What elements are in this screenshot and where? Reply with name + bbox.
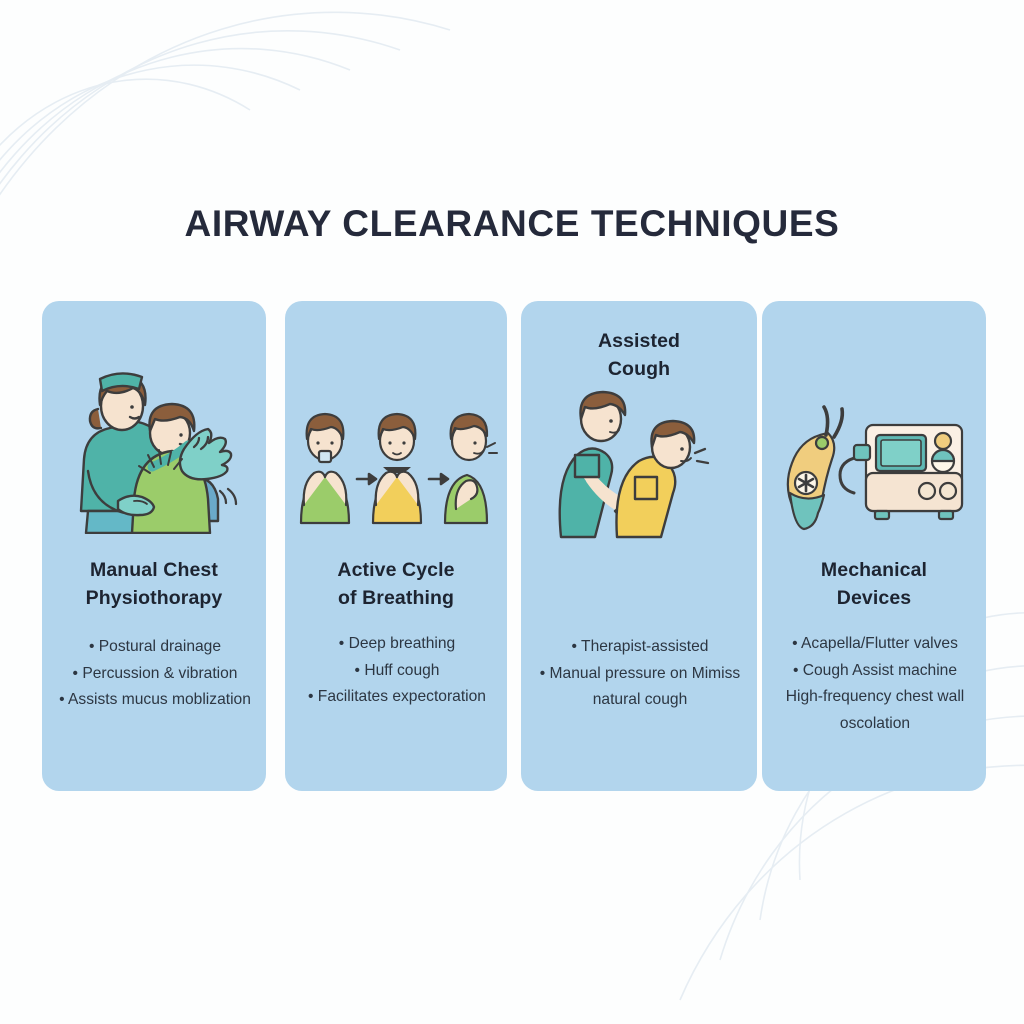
card-title-line: Manual Chest xyxy=(90,559,218,581)
list-item: • Assists mucus moblization xyxy=(59,691,251,708)
card-manual-chest-physiotherapy[interactable]: Manual Chest Physiothorapy • Postural dr… xyxy=(42,301,266,791)
list-item: • Facilitates expectoration xyxy=(308,688,486,705)
card-title-line: Devices xyxy=(836,587,912,609)
list-item: • Huff cough xyxy=(354,661,440,679)
card-bullets-manual-chest-physiotherapy: • Postural drainage • Percussion & vibra… xyxy=(50,634,260,714)
card-title-line: of Breathing xyxy=(337,587,455,609)
card-bullets-assisted-cough: • Therapist-assisted • Manual pressure o… xyxy=(529,634,751,714)
cards-row: Manual Chest Physiothorapy • Postural dr… xyxy=(0,301,1024,793)
card-title-mechanical-devices: Mechanical Devices xyxy=(768,556,980,612)
list-item: • Acapella/Flutter valves xyxy=(792,635,958,652)
card-bullets-active-cycle-of-breathing: • Deep breathing • Huff cough • Facilita… xyxy=(293,631,501,711)
breathing-sequence-icon xyxy=(293,401,499,531)
list-item: • Postural drainage xyxy=(88,638,222,655)
mechanical-devices-icon xyxy=(776,401,972,531)
card-active-cycle-of-breathing[interactable]: Active Cycle of Breathing • Deep breathi… xyxy=(285,301,507,791)
card-title-line: Physiothorapy xyxy=(85,587,223,609)
card-title-line: Mechanical xyxy=(820,559,928,581)
card-mechanical-devices[interactable]: Mechanical Devices • Acapella/Flutter va… xyxy=(762,301,986,791)
list-item: • Percussion & vibration xyxy=(72,664,238,682)
card-assisted-cough[interactable]: Assisted Cough xyxy=(521,301,757,791)
nurse-percussion-icon xyxy=(60,349,250,534)
assisted-cough-icon xyxy=(539,389,739,539)
card-title-assisted-cough: Assisted Cough xyxy=(527,327,751,383)
card-bullets-mechanical-devices: • Acapella/Flutter valves • Cough Assist… xyxy=(770,631,980,737)
card-title-manual-chest-physiotherapy: Manual Chest Physiothorapy xyxy=(48,556,260,612)
list-item: • Cough Assist machine xyxy=(792,661,958,679)
list-item: • Deep breathing xyxy=(338,635,456,652)
card-title-line: Active Cycle xyxy=(337,559,455,581)
list-item: High-frequency chest wall oscolation xyxy=(785,688,965,732)
card-title-active-cycle-of-breathing: Active Cycle of Breathing xyxy=(291,556,501,612)
card-title-line: Assisted xyxy=(597,330,681,352)
card-title-line: Cough xyxy=(607,358,671,380)
page-title: AIRWAY CLEARANCE TECHNIQUES xyxy=(184,203,840,244)
list-item: • Therapist-assisted xyxy=(571,638,709,655)
list-item: • Manual pressure on Mimiss natural coug… xyxy=(539,664,741,709)
